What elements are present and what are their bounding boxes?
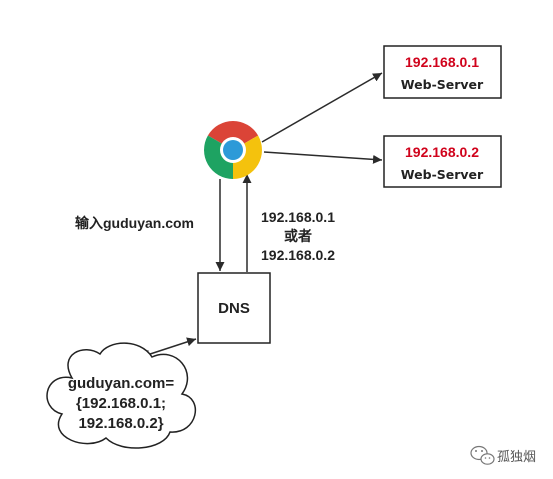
chrome-red-segment: [207, 121, 259, 150]
cloud-line-1: guduyan.com=: [68, 375, 175, 392]
server-box: [383, 45, 502, 99]
response-label: 192.168.0.1 或者 192.168.0.2: [261, 209, 335, 263]
server-box: [383, 135, 502, 188]
request-label: 输入guduyan.com: [75, 215, 194, 231]
chrome-blue-center: [223, 140, 243, 160]
arrow-browser-to-server-2: [263, 151, 383, 164]
cloud-line-2: {192.168.0.1;: [76, 395, 166, 412]
web-server-1: 192.168.0.1 Web-Server: [383, 45, 502, 99]
cloud-line-3: 192.168.0.2}: [78, 415, 163, 432]
cloud-shape: [46, 342, 197, 449]
server-ip: 192.168.0.1: [405, 54, 479, 70]
response-line-1: 192.168.0.1: [261, 209, 335, 225]
dns-box: [197, 272, 271, 344]
arrow-browser-to-server-1: [261, 72, 383, 143]
wechat-icon: [470, 445, 495, 465]
watermark-text: 孤独烟: [497, 450, 536, 465]
web-server-2: 192.168.0.2 Web-Server: [383, 135, 502, 188]
dns-record-cloud: guduyan.com= {192.168.0.1; 192.168.0.2}: [46, 342, 197, 449]
chrome-icon: [204, 121, 262, 179]
server-label: Web-Server: [401, 77, 484, 92]
dns-label: DNS: [218, 300, 250, 317]
server-ip: 192.168.0.2: [405, 144, 479, 160]
watermark: 孤独烟: [470, 445, 536, 465]
dns-server: DNS: [197, 272, 271, 344]
response-line-2: 或者: [284, 228, 312, 244]
server-label: Web-Server: [401, 167, 484, 182]
response-line-3: 192.168.0.2: [261, 247, 335, 263]
